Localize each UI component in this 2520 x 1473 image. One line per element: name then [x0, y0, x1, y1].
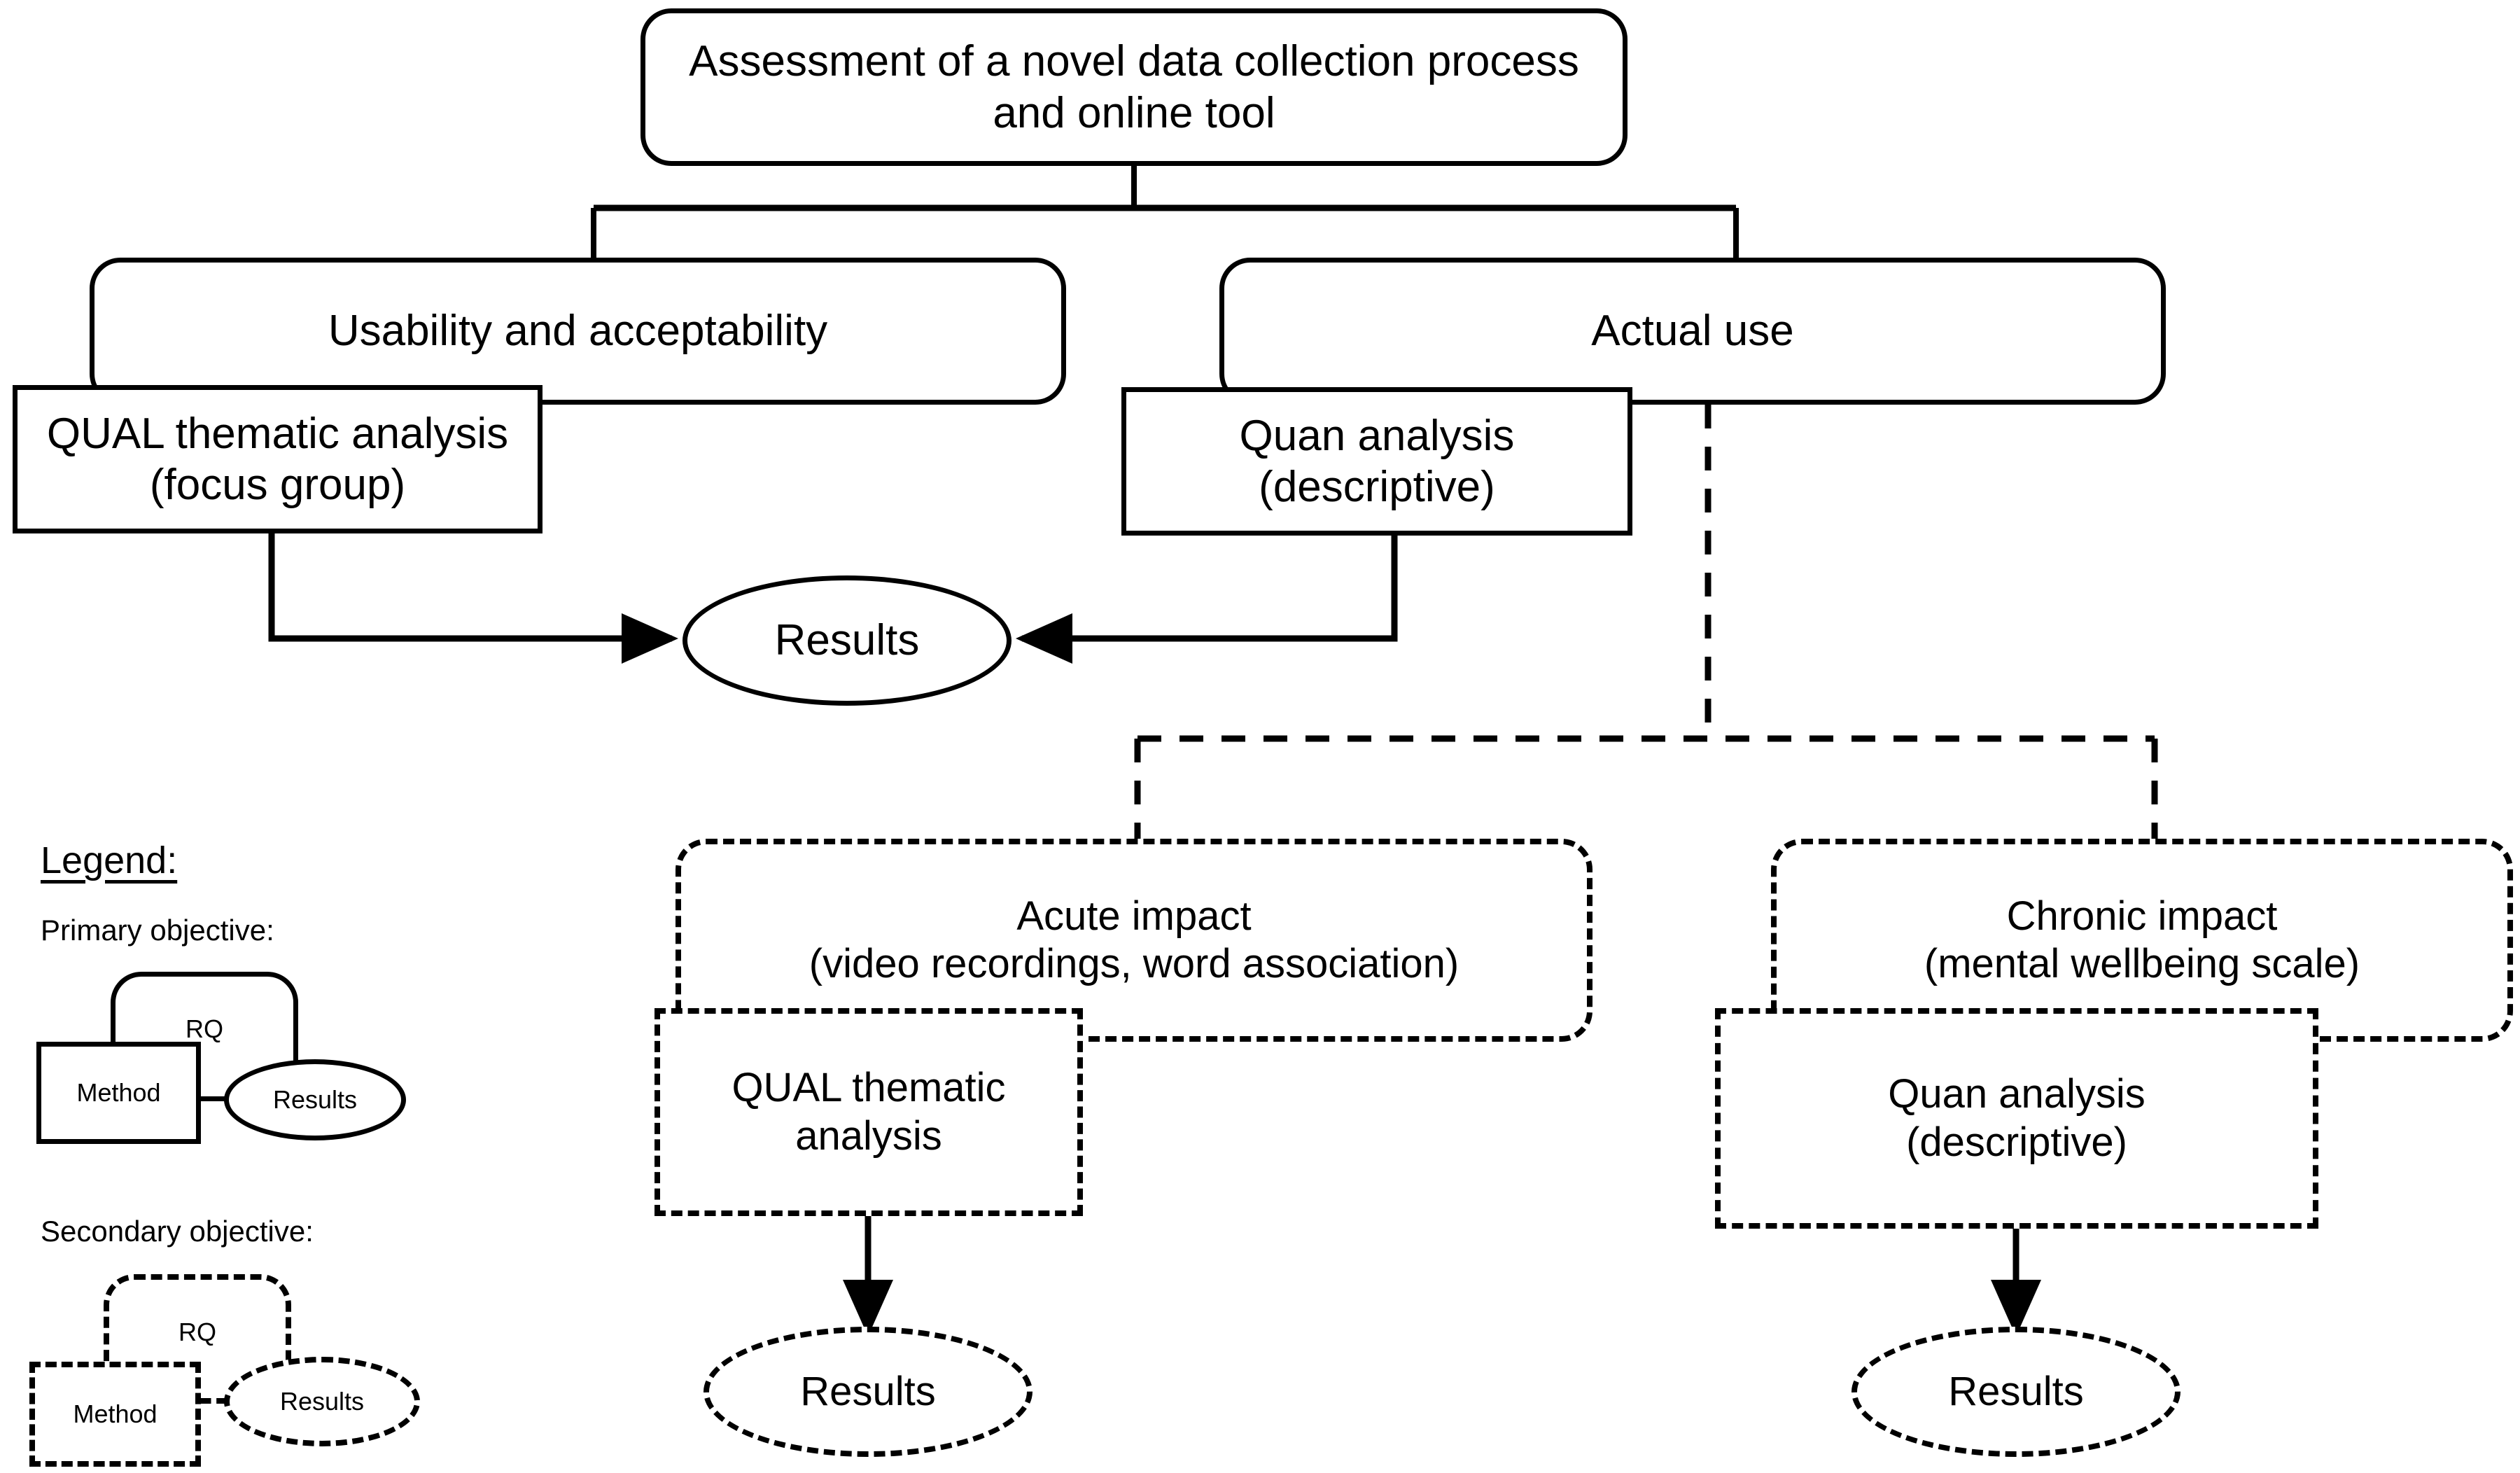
node-method-qual-focus-group[interactable]: QUAL thematic analysis (focus group) — [13, 385, 542, 533]
legend-secondary-results-ellipse: Results — [224, 1357, 420, 1446]
node-rq-actual-use[interactable]: Actual use — [1219, 258, 2166, 405]
connector-quan-to-results — [1016, 536, 1398, 664]
node-title-assessment[interactable]: Assessment of a novel data collection pr… — [640, 8, 1628, 166]
node-method-acute-qual[interactable]: QUAL thematic analysis — [654, 1008, 1083, 1216]
node-results-chronic[interactable]: Results — [1851, 1327, 2180, 1457]
connector-qual-to-results — [268, 532, 678, 664]
node-rq-usability[interactable]: Usability and acceptability — [90, 258, 1066, 405]
legend-primary-results-ellipse: Results — [224, 1059, 406, 1140]
node-results-primary[interactable]: Results — [682, 575, 1011, 706]
legend-primary-method-box: Method — [36, 1042, 201, 1144]
node-method-chronic-quan[interactable]: Quan analysis (descriptive) — [1715, 1008, 2318, 1229]
legend-secondary-method-box: Method — [29, 1362, 201, 1467]
legend-title: Legend: — [41, 839, 178, 881]
legend-primary-caption: Primary objective: — [41, 914, 274, 947]
node-rq-acute-impact[interactable]: Acute impact (video recordings, word ass… — [676, 839, 1592, 1042]
node-results-acute[interactable]: Results — [704, 1327, 1032, 1457]
node-rq-chronic-impact[interactable]: Chronic impact (mental wellbeing scale) — [1771, 839, 2513, 1042]
legend-secondary-caption: Secondary objective: — [41, 1215, 314, 1248]
node-method-quan-descriptive[interactable]: Quan analysis (descriptive) — [1121, 387, 1632, 536]
